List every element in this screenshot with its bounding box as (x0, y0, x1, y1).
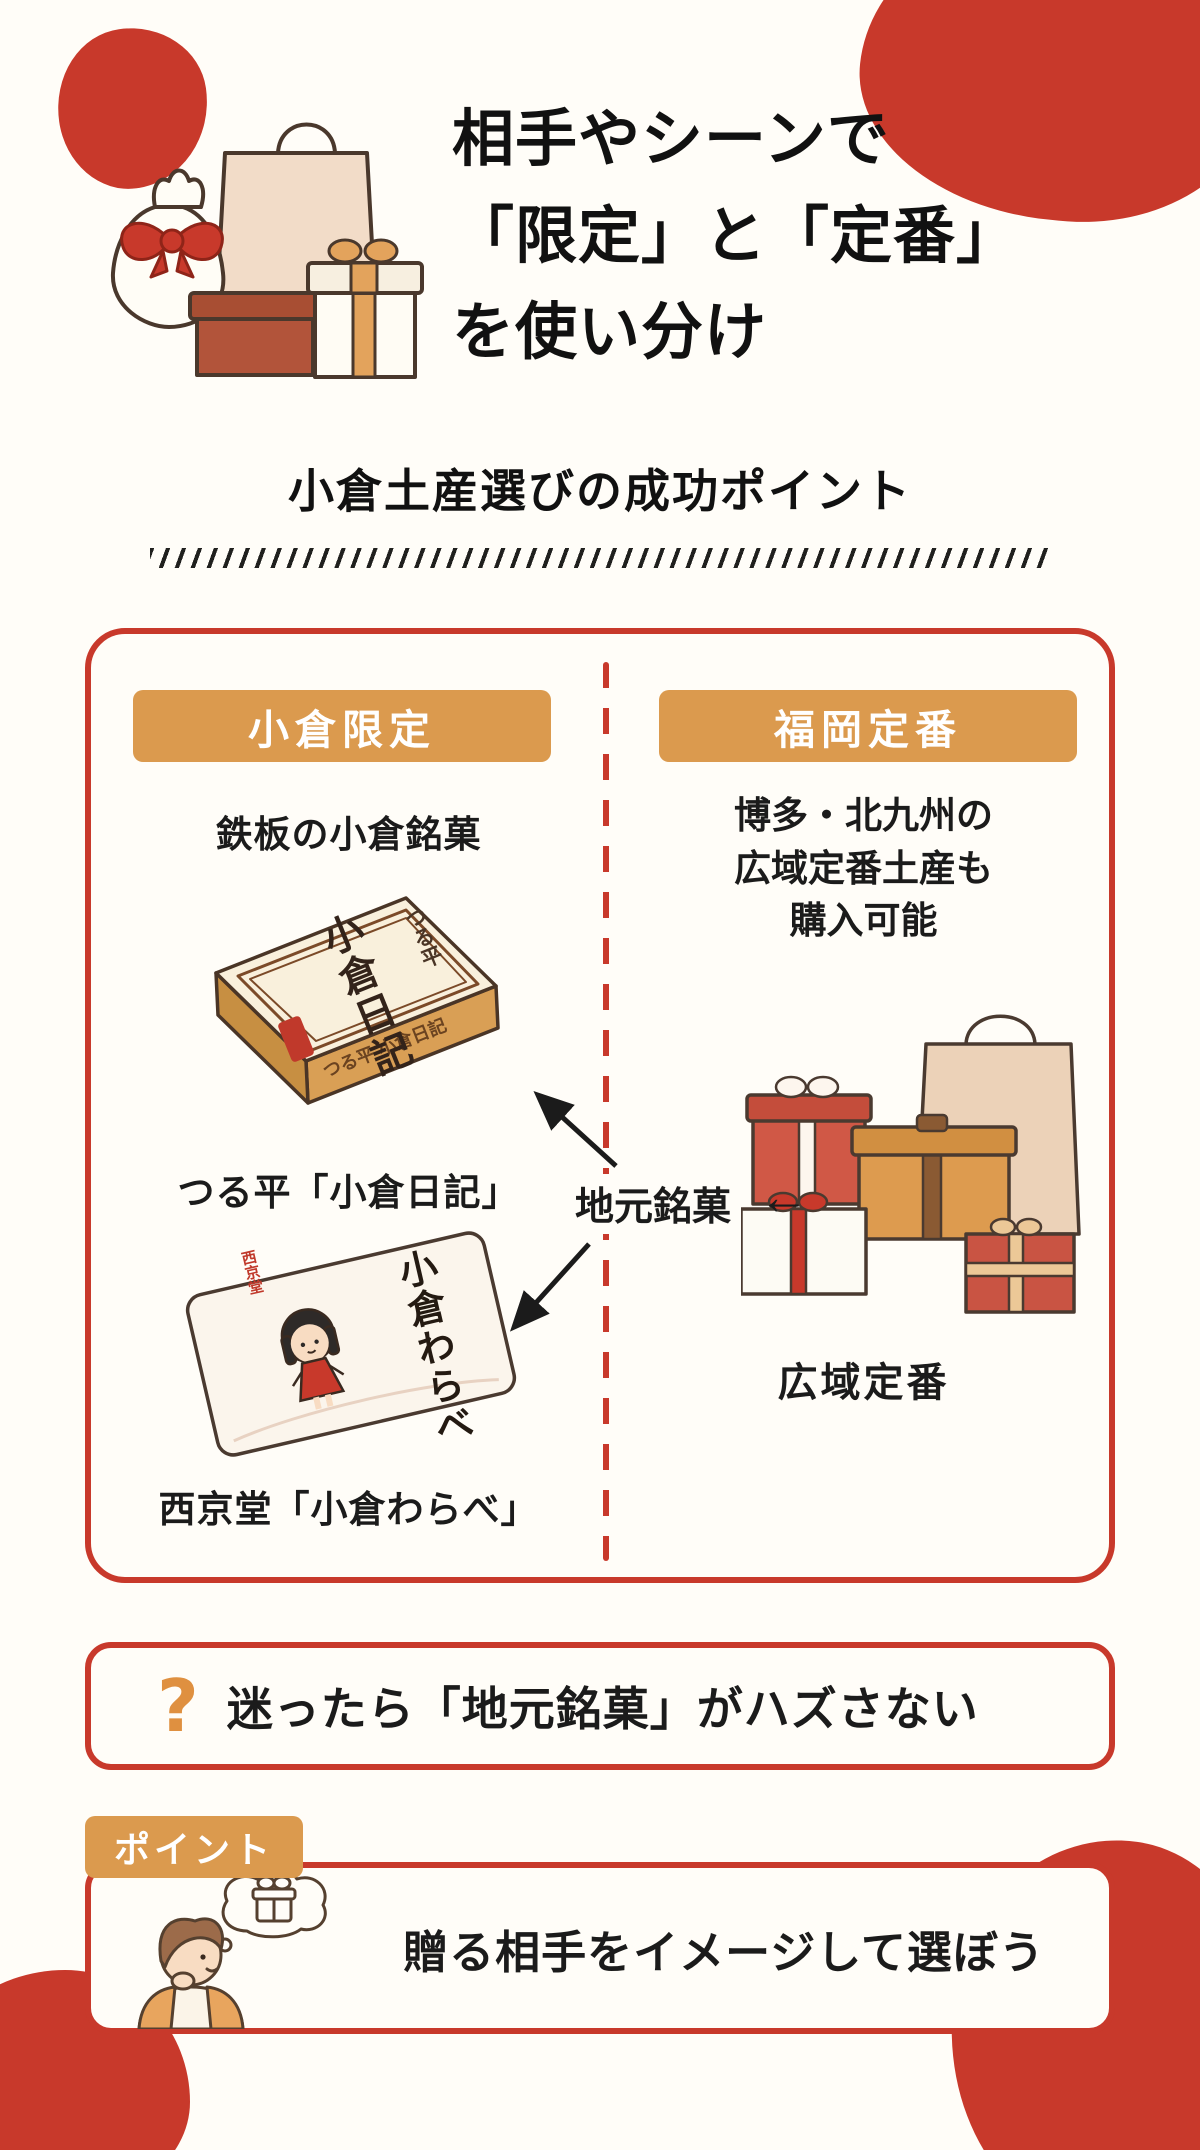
right-text-line-3: 購入可能 (789, 900, 938, 942)
dashed-divider (603, 662, 609, 1561)
point-panel: ポイント (85, 1816, 1115, 2034)
fukuoka-standard-badge: 福岡定番 (659, 690, 1077, 762)
product1-label: つる平「小倉日記」 (177, 1172, 520, 1213)
kokura-warabe-illustration: 小倉わらべ 西京堂 (161, 1214, 541, 1474)
kokura-limited-badge: 小倉限定 (133, 690, 551, 762)
thinking-person-svg (137, 1868, 327, 2031)
gift-set-svg (739, 1014, 1081, 1314)
local-meika-label: 地元銘菓 (567, 1174, 740, 1234)
title-line-3: を使い分け (452, 298, 768, 368)
kokura-warabe-package-svg (185, 1231, 517, 1457)
right-text-line-2: 広域定番土産も (734, 847, 993, 889)
gift-set-illustration (739, 999, 1081, 1339)
kokura-nikki-illustration: つる平 小倉日記 小倉日記 つる平 (166, 866, 526, 1154)
right-text-line-1: 博多・北九州の (734, 795, 993, 836)
comparison-panel: 小倉限定 福岡定番 鉄板の小倉銘菓 博多・北九州の 広域定番土産も 購入可能 つ… (85, 628, 1115, 1583)
left-column-heading: 鉄板の小倉銘菓 (215, 814, 482, 855)
gift-bags-illustration (85, 95, 435, 435)
product2-label: 西京堂「小倉わらべ」 (158, 1489, 539, 1530)
giftset-caption: 広域定番 (777, 1361, 950, 1405)
page-subtitle: 小倉土産選びの成功ポイント (288, 465, 912, 517)
point-badge: ポイント (85, 1816, 303, 1878)
thinking-person-illustration (119, 1868, 369, 2031)
title-line-1: 相手やシーンで (452, 105, 890, 174)
question-text: 迷ったら「地元銘菓」がハズさない (226, 1683, 979, 1735)
point-text: 贈る相手をイメージして選ぼう (403, 1926, 1045, 1978)
left-arrow-icon: ← (759, 1169, 809, 1225)
page-title: 相手やシーンで 「限定」と「定番」 を使い分け (452, 92, 1152, 382)
right-column-text: 博多・北九州の 広域定番土産も 購入可能 (606, 790, 1121, 948)
question-icon: ? (157, 1664, 199, 1748)
gift-bags-svg (110, 122, 424, 379)
hatch-divider (150, 548, 1050, 568)
thought-gift-icon (251, 1875, 297, 1923)
title-line-2: 「限定」と「定番」 (452, 201, 1020, 271)
question-panel: ? 迷ったら「地元銘菓」がハズさない (85, 1642, 1115, 1770)
